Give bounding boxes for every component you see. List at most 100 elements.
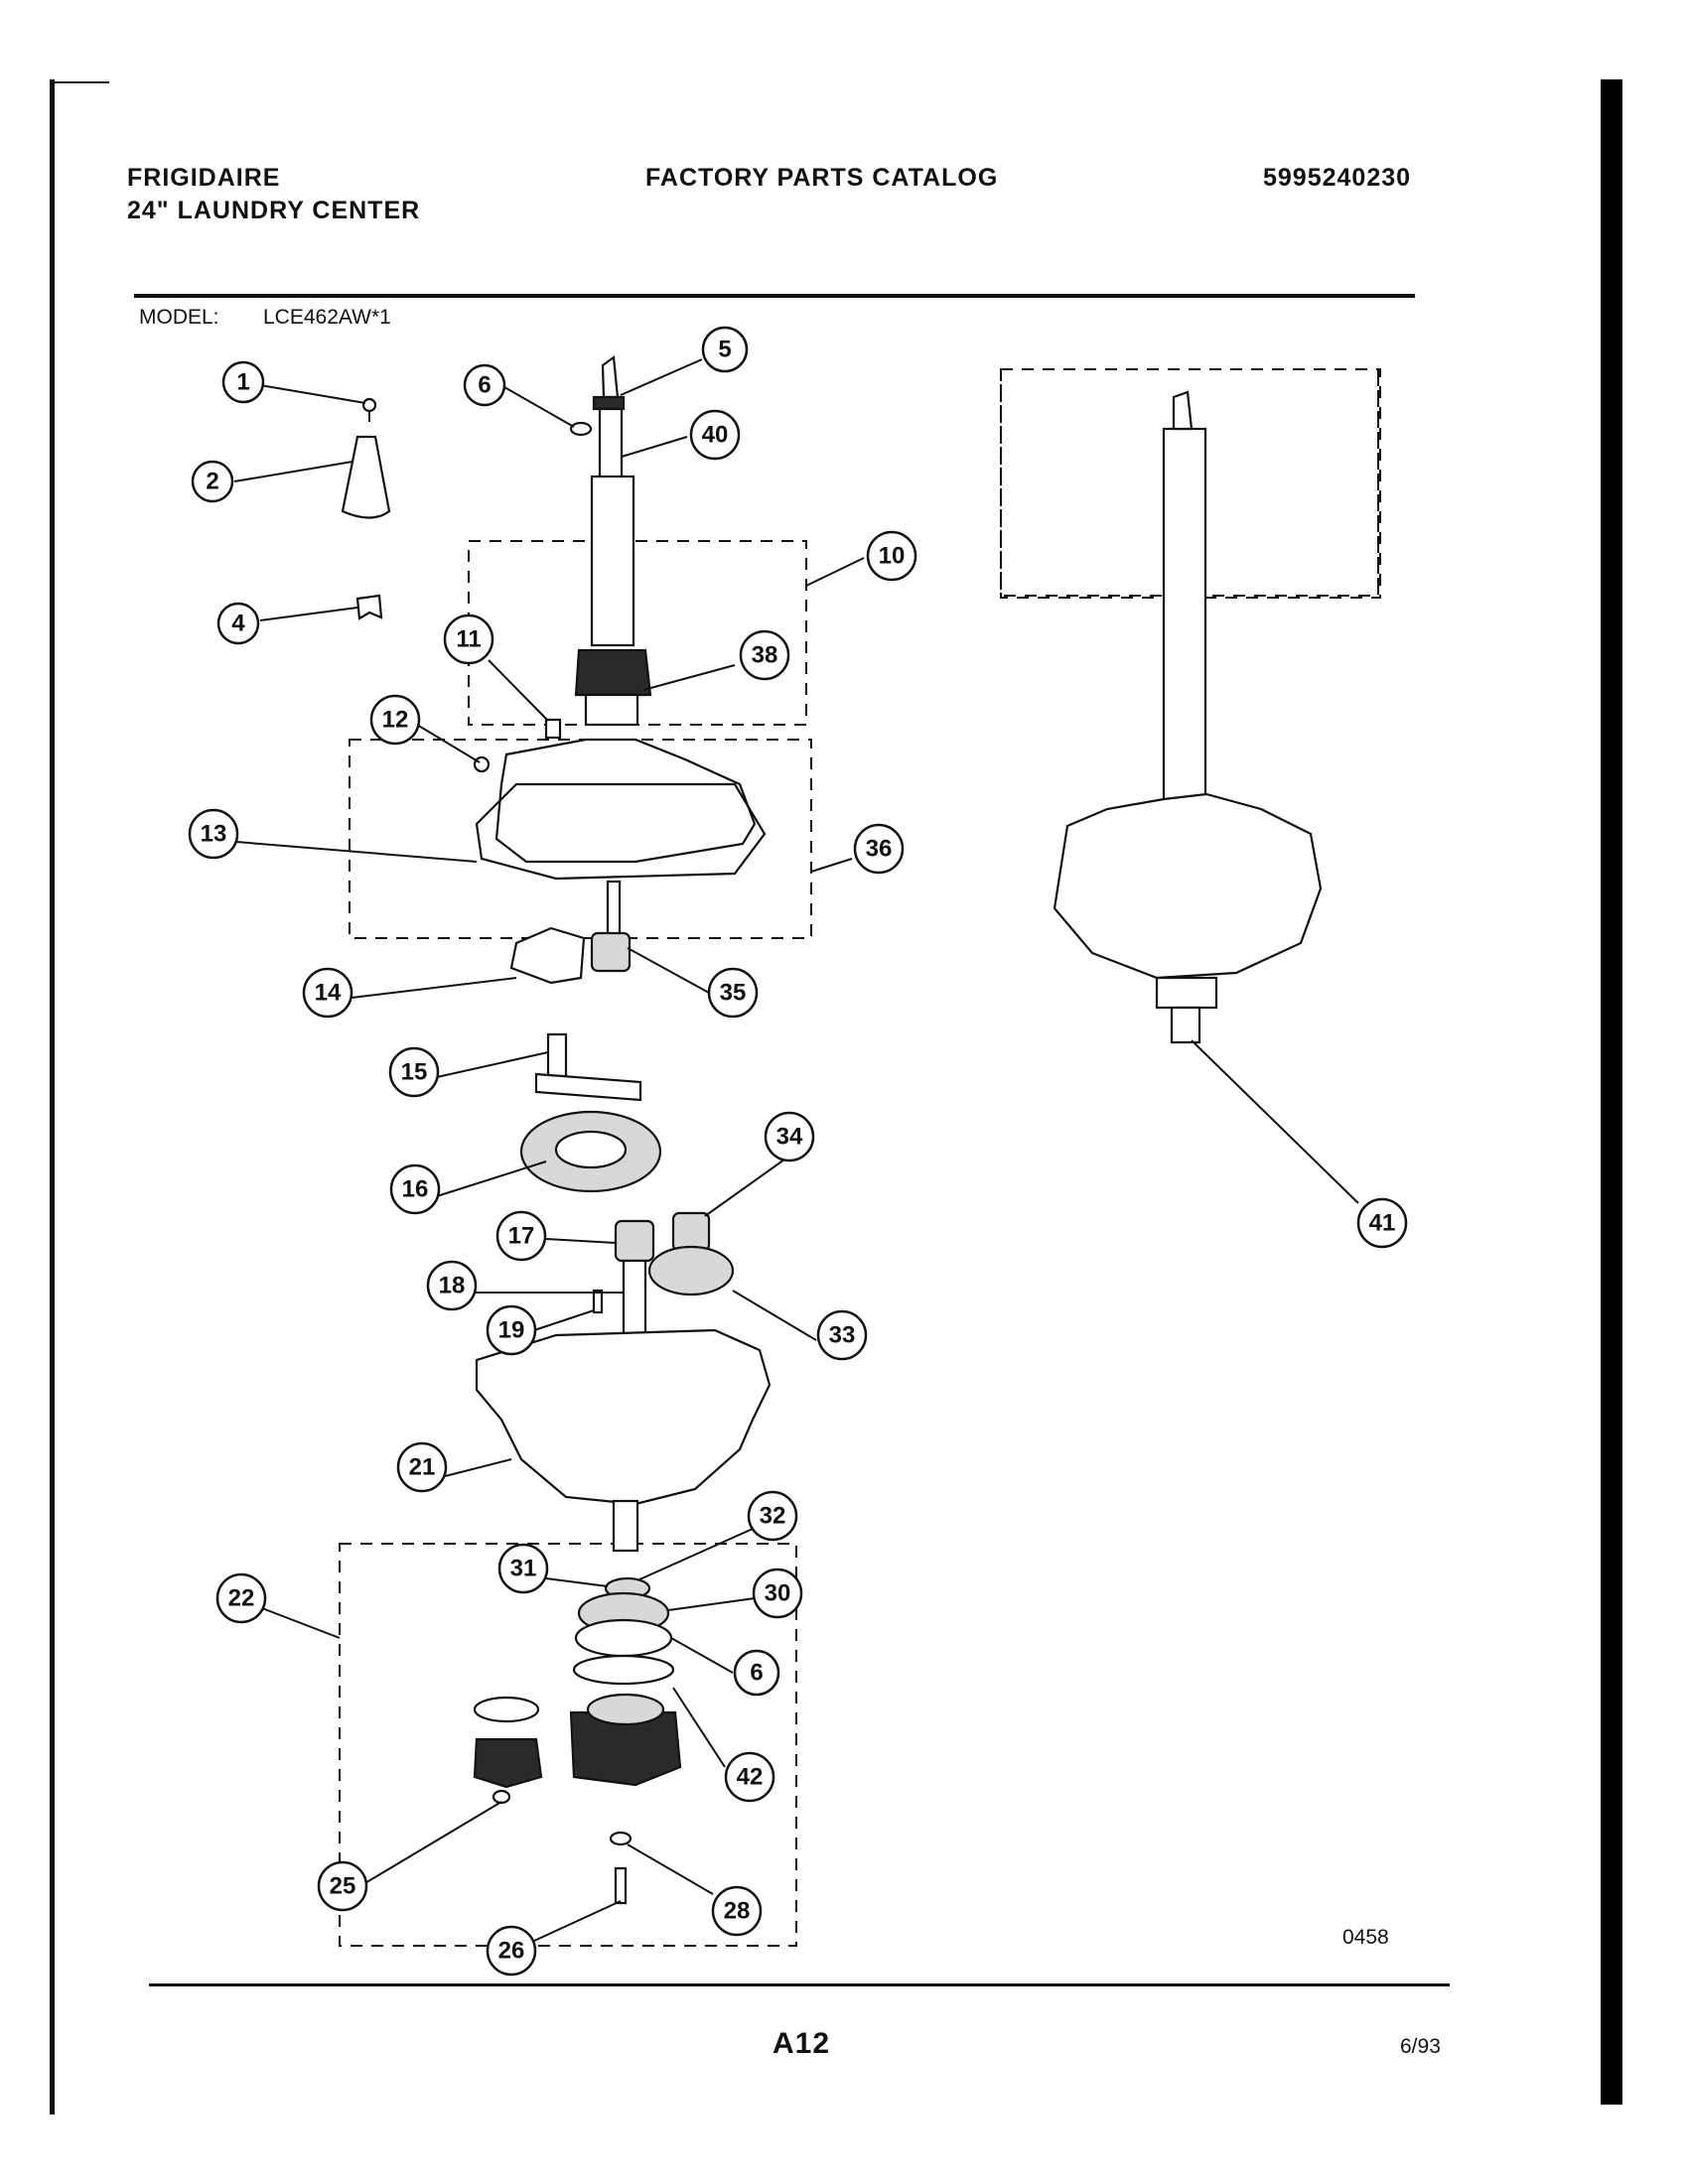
drawing-code: 0458: [1342, 1926, 1389, 1949]
svg-text:36: 36: [866, 836, 893, 863]
svg-text:38: 38: [752, 642, 778, 669]
callout-6-upper: 6: [463, 363, 506, 407]
svg-text:6: 6: [750, 1660, 763, 1687]
catalog-number: 5995240230: [1263, 164, 1412, 192]
svg-text:28: 28: [724, 1898, 751, 1925]
svg-text:22: 22: [228, 1585, 255, 1612]
part-14-shifter: [509, 926, 586, 985]
model-value: LCE462AW*1: [263, 306, 391, 329]
part-6-ring: [569, 421, 593, 437]
part-17-pinion: [614, 1219, 655, 1263]
product-name: 24" LAUNDRY CENTER: [127, 197, 421, 224]
svg-text:18: 18: [439, 1273, 466, 1299]
part-15-pin: [546, 1032, 568, 1078]
callout-5: 5: [701, 326, 749, 373]
part-40-shaft: [598, 407, 624, 480]
part-1-screw: [361, 397, 377, 422]
callout-34: 34: [764, 1111, 815, 1162]
part-38-seal: [574, 648, 652, 697]
part-41-housing: [1053, 792, 1323, 980]
callout-19: 19: [486, 1304, 537, 1356]
scan-edge-top: [50, 81, 109, 83]
svg-text:2: 2: [206, 469, 218, 495]
svg-text:41: 41: [1369, 1210, 1396, 1237]
callout-22: 22: [215, 1572, 267, 1624]
svg-text:12: 12: [382, 707, 409, 734]
part-2-agitator-cap: [341, 435, 391, 519]
callout-33: 33: [816, 1309, 868, 1361]
svg-text:14: 14: [315, 980, 342, 1007]
callout-26: 26: [486, 1925, 537, 1977]
part-41-output: [1170, 1006, 1201, 1044]
svg-text:17: 17: [508, 1223, 535, 1250]
part-36-gearcase-cover: [494, 738, 757, 864]
part-11-bushing: [544, 718, 562, 740]
svg-text:16: 16: [402, 1176, 429, 1203]
callout-14: 14: [302, 967, 353, 1019]
model-label: MODEL:: [139, 306, 219, 329]
svg-text:19: 19: [498, 1317, 525, 1344]
callout-18: 18: [426, 1260, 478, 1311]
callout-32: 32: [747, 1490, 798, 1542]
svg-text:31: 31: [510, 1556, 537, 1582]
catalog-title: FACTORY PARTS CATALOG: [645, 164, 999, 192]
callout-40: 40: [689, 409, 741, 461]
svg-text:35: 35: [720, 980, 747, 1007]
leader-lines: [233, 358, 1359, 1942]
svg-text:40: 40: [702, 422, 729, 449]
part-21-gearcase: [475, 1328, 772, 1506]
svg-text:25: 25: [330, 1873, 356, 1900]
callout-28: 28: [711, 1885, 763, 1937]
page-number: A12: [773, 2027, 831, 2060]
part-19-pin: [592, 1289, 604, 1314]
scan-edge-right: [1601, 79, 1622, 2105]
part-28-washer: [609, 1831, 633, 1846]
footer-rule: [149, 1983, 1450, 1986]
callout-2: 2: [191, 460, 234, 503]
part-4-clip: [355, 594, 383, 620]
revision-date: 6/93: [1400, 2035, 1441, 2058]
header-rule: [134, 294, 1415, 298]
callout-16: 16: [389, 1163, 441, 1215]
part-30-bearing-base: [574, 1618, 673, 1658]
part-41-shaft: [1162, 427, 1207, 803]
svg-text:21: 21: [409, 1454, 436, 1481]
callout-4: 4: [216, 602, 260, 645]
svg-text:1: 1: [236, 369, 249, 396]
part-33-gear: [647, 1245, 735, 1297]
svg-text:13: 13: [201, 821, 227, 848]
scan-edge-left: [50, 79, 55, 2115]
callout-21: 21: [396, 1441, 448, 1493]
callout-35: 35: [707, 967, 759, 1019]
part-35-pinion: [590, 931, 632, 973]
part-26-screw: [614, 1866, 628, 1905]
callout-38: 38: [739, 629, 790, 681]
svg-text:5: 5: [718, 337, 731, 363]
callout-11: 11: [443, 614, 494, 665]
part-38-collar: [584, 693, 639, 727]
callout-12: 12: [369, 694, 421, 746]
part-25-clutch: [473, 1737, 543, 1789]
callout-31: 31: [497, 1543, 549, 1594]
svg-text:33: 33: [829, 1322, 856, 1349]
svg-text:34: 34: [776, 1124, 803, 1151]
part-25-ring: [473, 1696, 540, 1723]
svg-text:6: 6: [478, 372, 491, 399]
part-35-shaft: [606, 880, 622, 938]
callout-36: 36: [853, 823, 905, 875]
svg-text:4: 4: [231, 611, 245, 637]
part-32-stem: [612, 1499, 639, 1553]
part-42-seal-ring: [572, 1654, 675, 1686]
svg-text:11: 11: [456, 626, 481, 653]
part-13-gasket: [475, 782, 767, 881]
callout-6-lower: 6: [733, 1649, 780, 1697]
callout-30: 30: [752, 1568, 803, 1619]
part-10-shaft-tube: [590, 475, 635, 647]
svg-text:26: 26: [498, 1938, 525, 1965]
callout-15: 15: [388, 1046, 440, 1098]
callout-41: 41: [1356, 1197, 1408, 1249]
svg-text:42: 42: [737, 1764, 764, 1791]
part-41-hub: [1155, 976, 1218, 1010]
brand-name: FRIGIDAIRE: [127, 164, 281, 192]
